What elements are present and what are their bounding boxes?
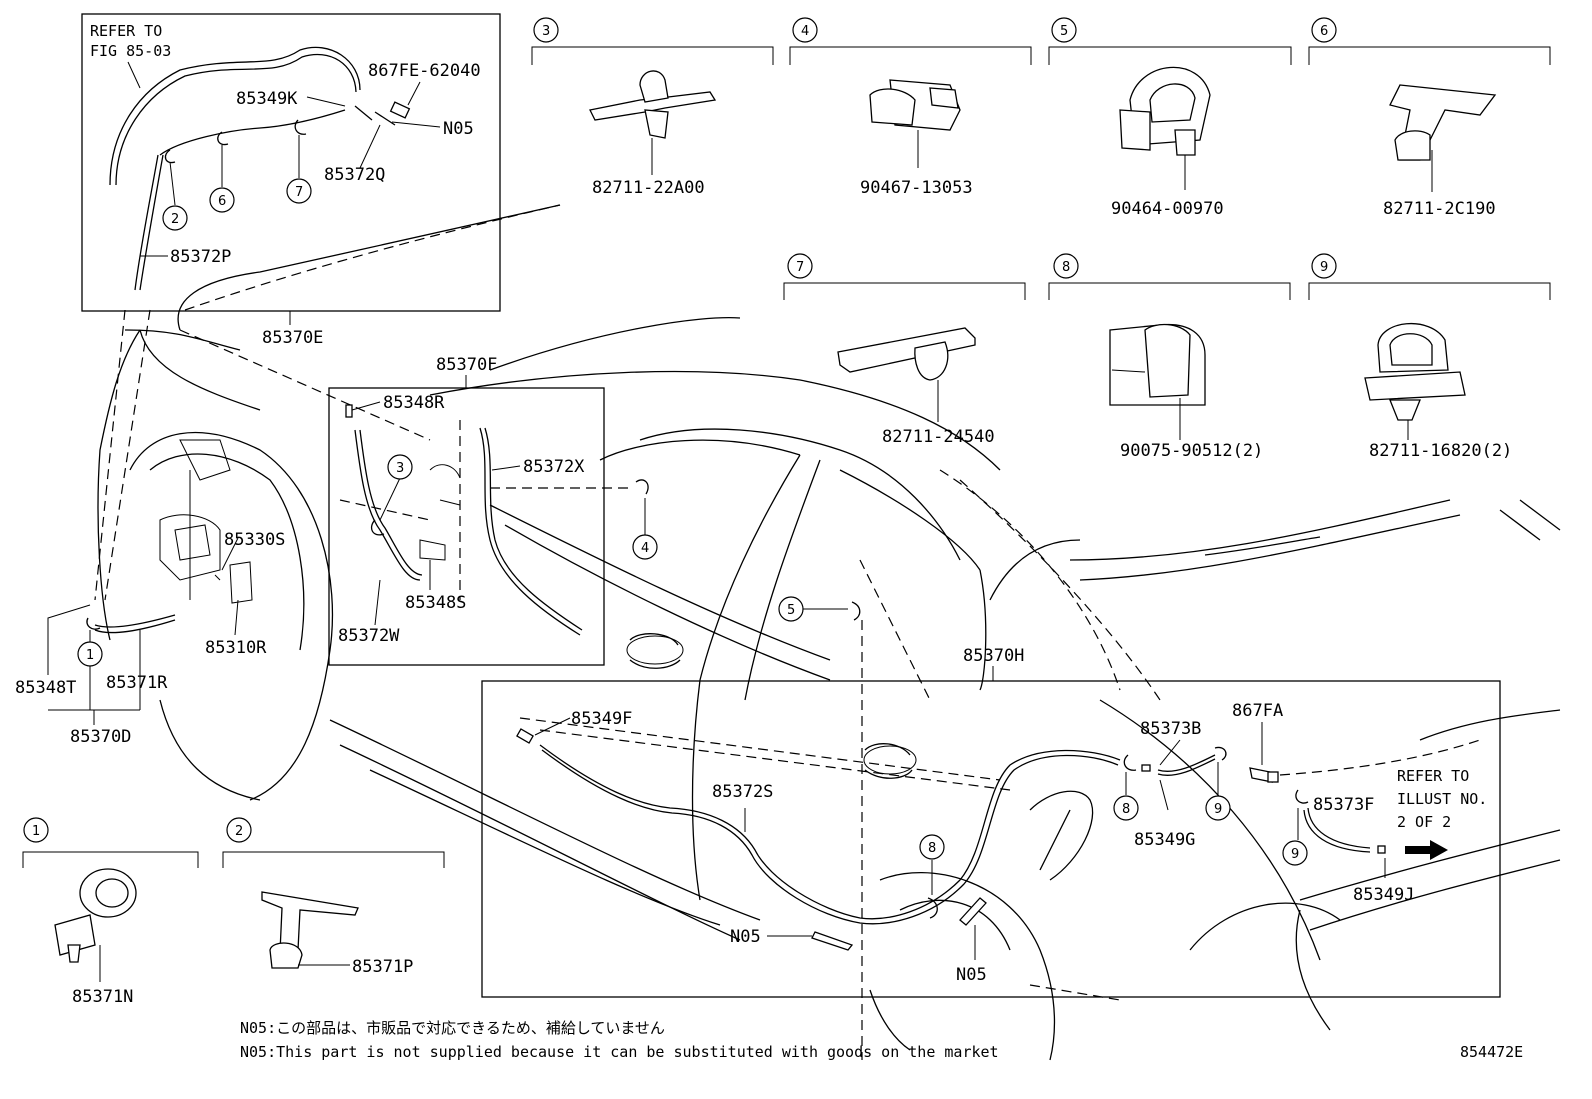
label-85372P: 85372P xyxy=(170,247,231,267)
refer-illust-line2: ILLUST NO. xyxy=(1397,790,1487,808)
svg-text:7: 7 xyxy=(796,260,804,275)
callout-4 xyxy=(632,534,658,560)
svg-text:6: 6 xyxy=(1320,24,1328,39)
svg-text:8: 8 xyxy=(928,841,936,856)
svg-text:3: 3 xyxy=(542,24,550,39)
label-85373F: 85373F xyxy=(1313,795,1374,815)
svg-text:9: 9 xyxy=(1291,847,1299,862)
panel-4: 4 90467-13053 xyxy=(789,17,1032,198)
panel-3: 3 82711-22A00 xyxy=(531,17,774,198)
note-en: N05:This part is not supplied because it… xyxy=(240,1043,999,1061)
svg-text:7: 7 xyxy=(295,185,303,200)
label-85372X: 85372X xyxy=(523,457,585,477)
panel-5: 5 90464-00970 xyxy=(1048,17,1292,219)
label-N05-top: N05 xyxy=(443,119,474,139)
clip-5-mark xyxy=(851,601,861,621)
label-85372S: 85372S xyxy=(712,782,773,802)
detail-box-85370H: 85370H 85349F 85372S N05 N05 8 8 85373B xyxy=(481,646,1501,998)
panel-7: 7 82711-24540 xyxy=(783,253,1026,447)
label-85348S: 85348S xyxy=(405,593,466,613)
note-jp: N05:この部品は、市販品で対応できるため、補給していません xyxy=(240,1019,665,1037)
svg-text:9: 9 xyxy=(1214,802,1222,817)
label-85349G: 85349G xyxy=(1134,830,1195,850)
label-867FA: 867FA xyxy=(1232,701,1283,721)
refer-fig-line1: REFER TO xyxy=(90,22,162,40)
label-85372Q: 85372Q xyxy=(324,165,385,185)
label-85348T: 85348T xyxy=(15,678,76,698)
svg-text:9: 9 xyxy=(1320,260,1328,275)
panel-9: 9 82711-16820(2) xyxy=(1308,253,1551,461)
svg-text:8: 8 xyxy=(1062,260,1070,275)
svg-text:4: 4 xyxy=(801,24,809,39)
svg-text:5: 5 xyxy=(1060,24,1068,39)
svg-text:1: 1 xyxy=(86,648,94,663)
svg-text:6: 6 xyxy=(218,194,226,209)
refer-illust-line1: REFER TO xyxy=(1397,767,1469,785)
panel-2-part: 85371P xyxy=(352,957,413,977)
panel-1: 1 85371N xyxy=(22,817,199,1007)
svg-text:2: 2 xyxy=(171,212,179,227)
label-85370F: 85370F xyxy=(436,355,497,375)
label-867FE-62040: 867FE-62040 xyxy=(368,61,481,81)
svg-text:2: 2 xyxy=(235,824,243,839)
label-85349F: 85349F xyxy=(571,709,632,729)
label-85310R: 85310R xyxy=(205,638,267,658)
callout-8-right xyxy=(1113,795,1139,821)
label-85371R: 85371R xyxy=(106,673,168,693)
panel-6-part: 82711-2C190 xyxy=(1383,199,1496,219)
label-N05-mid: N05 xyxy=(730,927,761,947)
panel-7-part: 82711-24540 xyxy=(882,427,995,447)
callout-7-top xyxy=(286,178,312,204)
panel-5-part: 90464-00970 xyxy=(1111,199,1224,219)
label-85349K: 85349K xyxy=(236,89,298,109)
label-N05-bottom: N05 xyxy=(956,965,987,985)
panel-9-part: 82711-16820(2) xyxy=(1369,441,1512,461)
svg-text:5: 5 xyxy=(787,603,795,618)
callout-6-top xyxy=(209,187,235,213)
refer-illust-line3: 2 OF 2 xyxy=(1397,813,1451,831)
label-85370D: 85370D xyxy=(70,727,131,747)
callout-3-mid xyxy=(387,454,413,480)
panel-3-part: 82711-22A00 xyxy=(592,178,705,198)
panel-2: 2 85371P xyxy=(222,817,445,977)
clip-4-mark xyxy=(635,479,649,495)
panel-8: 8 90075-90512(2) xyxy=(1048,253,1291,461)
label-85370E: 85370E xyxy=(262,328,323,348)
panel-6: 6 82711-2C190 xyxy=(1308,17,1551,219)
left-parts: 85330S 85310R 1 85348T 85371R 85370D xyxy=(15,530,285,747)
callout-8-bottom xyxy=(919,834,945,860)
svg-text:8: 8 xyxy=(1122,802,1130,817)
panel-1-part: 85371N xyxy=(72,987,133,1007)
label-85373B: 85373B xyxy=(1140,719,1201,739)
panel-4-part: 90467-13053 xyxy=(860,178,973,198)
label-85372W: 85372W xyxy=(338,626,400,646)
label-85330S: 85330S xyxy=(224,530,285,550)
callout-9-far xyxy=(1282,840,1308,866)
label-85348R: 85348R xyxy=(383,393,445,413)
callout-2-top xyxy=(162,205,188,231)
arrow-right-icon xyxy=(1405,840,1448,860)
callout-9-right xyxy=(1205,795,1231,821)
diagram-id: 854472E xyxy=(1460,1043,1523,1061)
label-85370H: 85370H xyxy=(963,646,1024,666)
refer-fig-line2: FIG 85-03 xyxy=(90,42,171,60)
car-body-outline xyxy=(94,204,1561,1061)
svg-text:3: 3 xyxy=(396,461,404,476)
panel-8-part: 90075-90512(2) xyxy=(1120,441,1263,461)
label-85349J: 85349J xyxy=(1353,885,1414,905)
svg-text:4: 4 xyxy=(641,541,649,556)
detail-box-85370E: REFER TO FIG 85-03 867FE-62040 85349K N0… xyxy=(81,13,501,312)
detail-box-85370F: 85370F 85348R 85372X 85348S 85372W 3 xyxy=(221,355,605,666)
svg-text:1: 1 xyxy=(32,824,40,839)
